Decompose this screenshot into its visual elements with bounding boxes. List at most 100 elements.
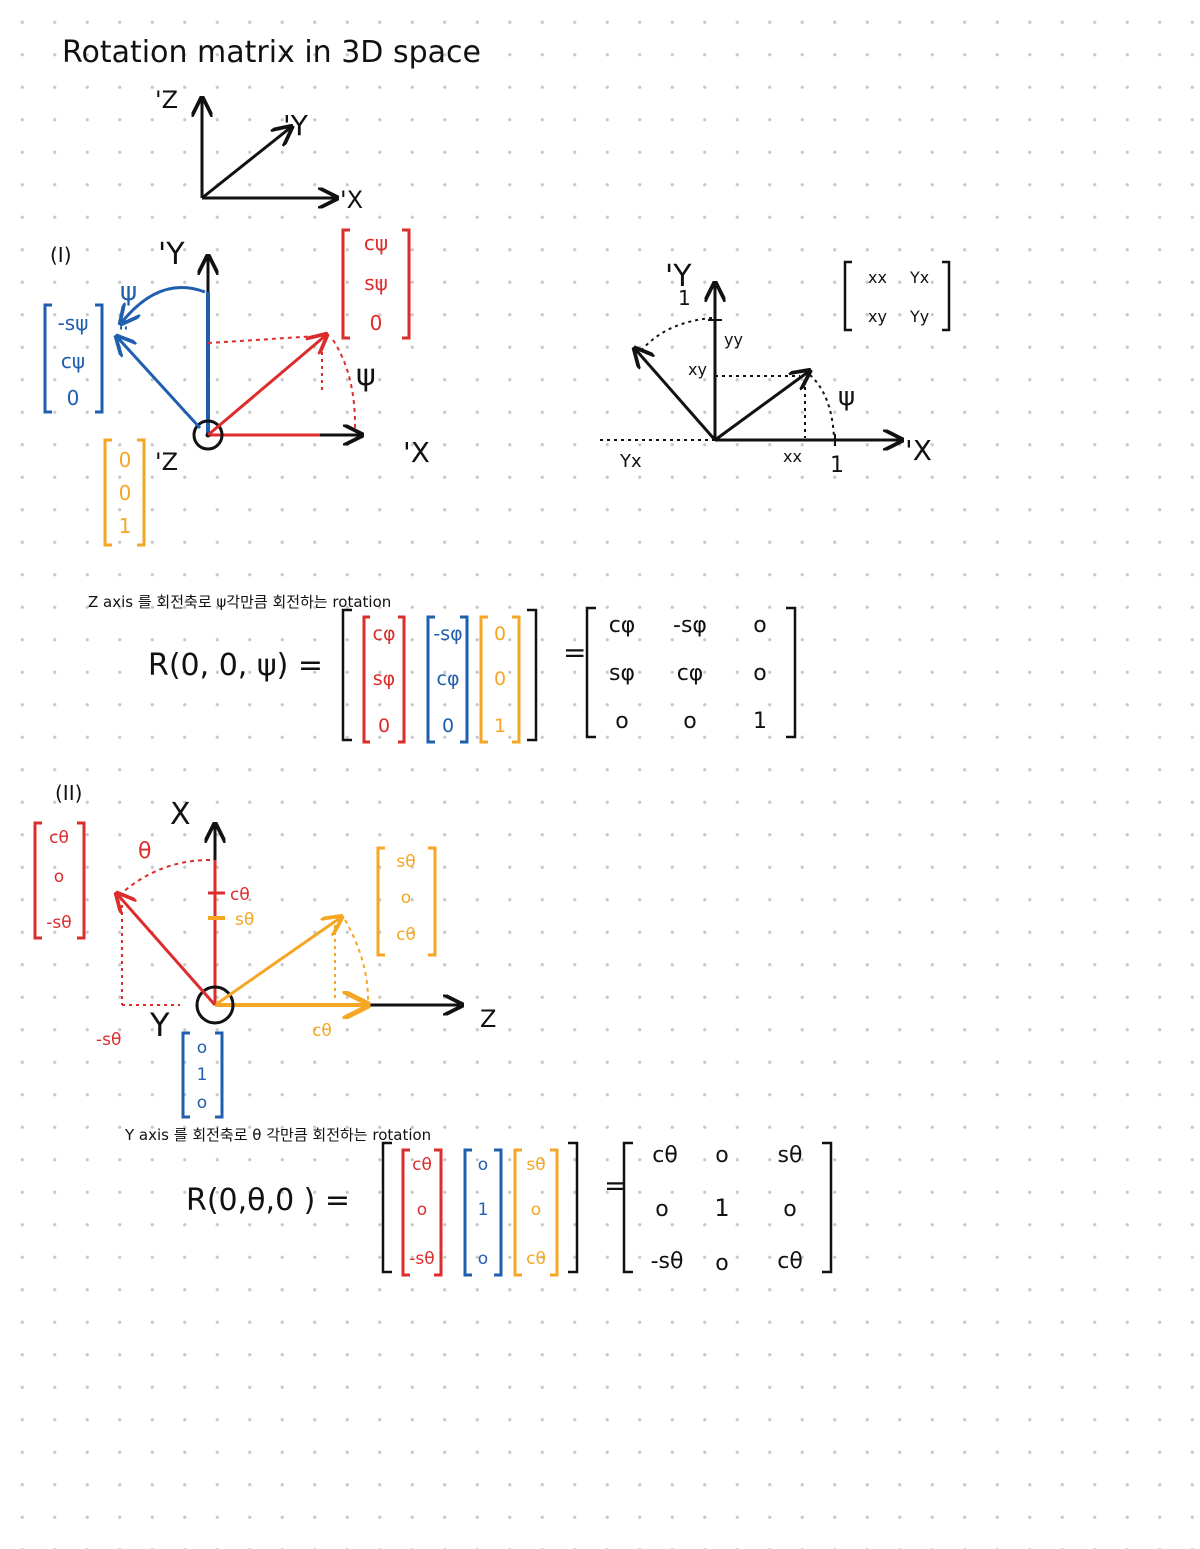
label-one-y: 1 [678, 286, 691, 310]
res1-r1c2: -sφ [673, 613, 707, 638]
section1-caption: Z axis 를 회전축로 ψ각만큼 회전하는 rotation [88, 593, 391, 611]
orange-vector-entry-1: 0 [119, 448, 132, 472]
section1-equation: Z axis 를 회전축로 ψ각만큼 회전하는 rotation R(0, 0,… [88, 593, 797, 744]
res1-r1c1: cφ [609, 613, 636, 638]
m-red-3: -sθ [409, 1249, 434, 1269]
section2-blue-vector: o 1 o [181, 1031, 224, 1119]
label-yx: Yx [619, 451, 642, 472]
result-matrix-brackets [622, 1141, 833, 1274]
orange-vector-entry-3: 1 [119, 514, 132, 538]
orange-rotated-z-vector [214, 918, 340, 1007]
section1-lhs: R(0, 0, ψ) = [148, 648, 323, 683]
m-orange-2: 0 [494, 668, 506, 690]
m-blue-1: -sφ [433, 623, 462, 645]
section1-diagram: (I) 'Y 'X 'Z ψ ψ [50, 237, 430, 476]
m-orange-3: cθ [526, 1249, 546, 1269]
y-axis-label: 'Y [283, 109, 309, 142]
orange-vector-entry-2: o [401, 888, 411, 908]
angle-psi-blue: ψ [120, 277, 137, 307]
label-xx: xx [783, 447, 802, 466]
res2-r2c2: 1 [714, 1194, 729, 1222]
label-one-x: 1 [830, 453, 844, 478]
red-vector-entry-2: o [54, 867, 64, 887]
axes-sketch: 'Z 'Y 'X [155, 86, 363, 214]
res1-r3c2: o [683, 709, 696, 734]
red-vector-entry-2: sψ [364, 271, 388, 295]
blue-vector-entry-2: cψ [61, 349, 85, 373]
m-orange-2: o [531, 1200, 541, 1220]
blue-vector-entry-3: o [197, 1093, 207, 1113]
equals-sign: = [563, 636, 586, 669]
angle-psi-black: ψ [356, 358, 376, 393]
m-red-2: o [417, 1200, 427, 1220]
rotated-x-vector [714, 372, 808, 442]
res2-r1c3: sθ [778, 1143, 803, 1168]
orange-column-brackets [513, 1148, 559, 1277]
label-c-theta-red: cθ [230, 885, 250, 905]
small-matrix-r2c2: Yy [909, 307, 929, 326]
red-rotated-x-vector [118, 895, 217, 1006]
res2-r3c1: -sθ [651, 1249, 684, 1274]
m-blue-2: cφ [437, 668, 460, 690]
orange-vector-entry-3: cθ [396, 925, 416, 945]
res1-r1c3: o [753, 613, 766, 638]
y-axis-line [201, 128, 290, 200]
res2-r3c3: cθ [777, 1249, 803, 1274]
red-projection-y [207, 335, 319, 344]
red-vector-entry-3: -sθ [46, 913, 71, 933]
m-blue-2: 1 [478, 1200, 489, 1220]
section2-equation: Y axis 를 회전축로 θ 각만큼 회전하는 rotation R(0,θ,… [124, 1126, 833, 1277]
section1-orange-vector: 0 0 1 [103, 438, 146, 547]
section1-blue-vector: -sψ cψ 0 [43, 303, 104, 414]
blue-vector-brackets [181, 1031, 224, 1119]
res1-r3c3: 1 [753, 709, 767, 734]
res2-r3c2: o [715, 1251, 728, 1276]
orange-rotation-arc [344, 919, 369, 1001]
section2-red-vector: cθ o -sθ [33, 821, 86, 940]
section2-lhs: R(0,θ,0 ) = [186, 1183, 350, 1218]
z-axis-label: 'Z [155, 448, 178, 476]
m-orange-3: 1 [494, 715, 506, 737]
z-out-of-page-circle [192, 419, 224, 451]
blue-vector-brackets [43, 303, 104, 414]
res1-r2c1: sφ [609, 661, 635, 686]
section2-number: (II) [55, 781, 82, 805]
y-axis-label: Y [149, 1006, 170, 1044]
res2-r1c1: cθ [652, 1143, 678, 1168]
z-axis-label: Z [480, 1005, 496, 1033]
page-title: Rotation matrix in 3D space [62, 35, 481, 70]
label-s-theta-orange: sθ [235, 910, 254, 930]
res1-r2c2: cφ [677, 661, 704, 686]
m-red-3: 0 [378, 715, 390, 737]
blue-vector-entry-3: 0 [67, 386, 80, 410]
res2-r2c1: o [655, 1197, 668, 1222]
blue-column-brackets [426, 615, 469, 744]
blue-rotated-y-vector [118, 338, 202, 430]
red-vector-brackets [33, 821, 86, 940]
m-blue-3: o [478, 1249, 488, 1269]
red-vector-entry-3: 0 [370, 311, 383, 335]
label-c-theta-z: cθ [312, 1021, 332, 1041]
small-matrix-r1c2: Yx [909, 268, 929, 287]
matrix-outer-brackets [381, 1141, 579, 1274]
res1-r2c3: o [753, 661, 766, 686]
m-red-1: cφ [373, 623, 396, 645]
section2-diagram: (II) X Z Y θ cθ sθ -sθ cθ [55, 781, 496, 1050]
blue-vector-entry-2: 1 [197, 1065, 208, 1085]
rotation-arc-x [809, 374, 835, 439]
m-blue-3: 0 [442, 715, 454, 737]
rotation-arc-y [639, 317, 713, 353]
red-column-brackets [401, 1148, 443, 1277]
section1-red-vector: cψ sψ 0 [341, 228, 411, 340]
m-red-2: sφ [373, 668, 395, 690]
red-rotation-arc [121, 859, 211, 894]
y-into-page-circle [195, 985, 235, 1025]
section2-caption: Y axis 를 회전축로 θ 각만큼 회전하는 rotation [124, 1126, 431, 1144]
blue-column-brackets [463, 1148, 503, 1277]
x-axis-label: X [170, 797, 191, 832]
red-column-brackets [362, 615, 406, 744]
right-figure: 'Y 'X 1 1 xy yy Yx xx ψ xx Yx xy Yy [600, 259, 951, 478]
red-vector-entry-1: cψ [364, 231, 388, 255]
blue-vector-entry-1: -sψ [58, 311, 89, 335]
